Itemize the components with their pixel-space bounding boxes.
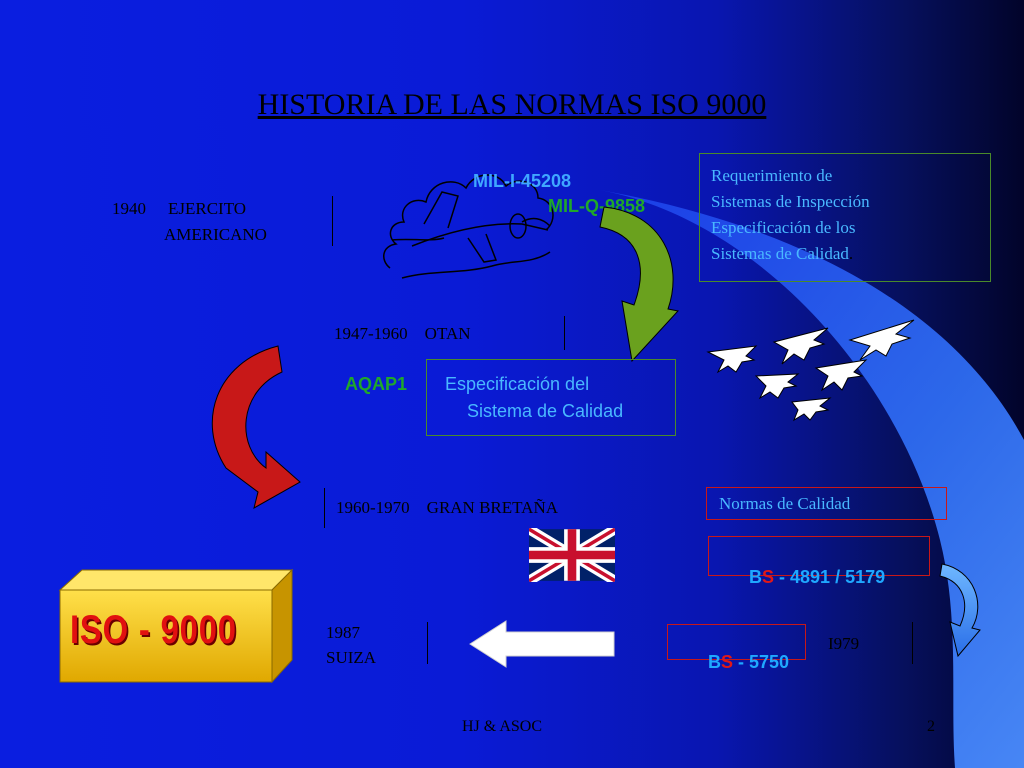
bs5750-box: BS - 5750 — [667, 624, 806, 672]
bs4891-box: BS - 4891 / 5179 — [708, 536, 930, 587]
requirement-line-3: Especificación de los — [711, 218, 856, 237]
divider — [324, 488, 325, 528]
page-title: HISTORIA DE LAS NORMAS ISO 9000 — [257, 88, 767, 121]
bs4891-s: S — [762, 567, 775, 587]
divider — [332, 196, 333, 246]
aqap-desc-line-1: Especificación del — [445, 374, 590, 394]
aqap-box: Especificación del Sistema de Calidad — [426, 359, 676, 436]
iso-block-shape — [58, 568, 294, 684]
cloud-airplane-icon — [383, 174, 554, 279]
requirement-period: . — [848, 244, 854, 263]
otan-row-label: 1947-1960 OTAN — [334, 324, 471, 343]
year-1987: 1987 — [326, 623, 360, 642]
iso-9000-label: ISO - 9000 — [70, 608, 237, 652]
blue-curved-arrow-icon — [939, 563, 981, 658]
red-curved-arrow-icon — [211, 345, 301, 510]
requirement-line-1: Requerimiento de — [711, 166, 833, 185]
requirement-box: Requerimiento de Sistemas de Inspección … — [699, 153, 991, 282]
requirement-line-2: Sistemas de Inspección — [711, 192, 870, 211]
bs5750-s: S — [721, 652, 734, 672]
jets-icon — [706, 319, 915, 422]
divider — [912, 622, 913, 664]
aqap-label: AQAP1 — [345, 374, 408, 394]
green-curved-arrow-icon — [599, 206, 679, 363]
suiza-label: SUIZA — [326, 648, 377, 667]
white-left-arrow-icon — [469, 620, 615, 668]
footer-author: HJ & ASOC — [462, 718, 543, 735]
bs5750-rest: - 5750 — [733, 652, 790, 672]
bs4891-rest: - 4891 / 5179 — [774, 567, 886, 587]
year-1979: I979 — [828, 634, 860, 653]
page-number: 2 — [927, 718, 935, 735]
normas-box: Normas de Calidad — [706, 487, 947, 520]
divider — [427, 622, 428, 664]
uk-flag-icon — [529, 528, 615, 582]
normas-label: Normas de Calidad — [719, 494, 851, 513]
aqap-desc-line-2: Sistema de Calidad — [467, 401, 624, 421]
bs5750-b: B — [708, 652, 722, 672]
ejercito-label: EJERCITO — [168, 199, 247, 218]
divider — [564, 316, 565, 350]
gb-row-label: 1960-1970 GRAN BRETAÑA — [336, 498, 558, 517]
americano-label: AMERICANO — [164, 225, 267, 244]
year-1940: 1940 — [112, 199, 146, 218]
requirement-line-4: Sistemas de Calidad — [711, 244, 849, 263]
bs4891-b: B — [749, 567, 763, 587]
mil-i-label: MIL-I-45208 — [473, 171, 572, 191]
